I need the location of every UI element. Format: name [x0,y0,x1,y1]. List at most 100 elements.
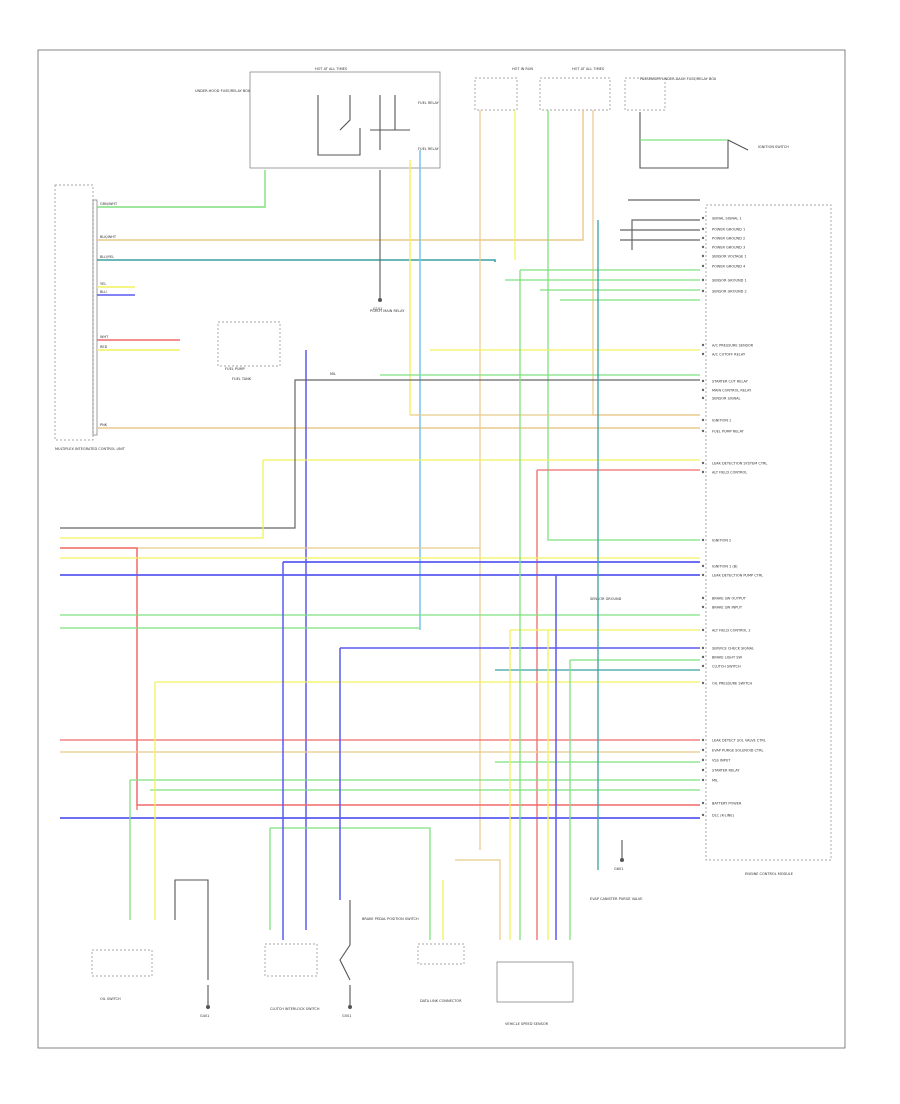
ground-g601: G601 [614,840,624,871]
ecm-pin-label: LEAK DETECTION SYSTEM CTRL [712,462,767,466]
ecm-pin-label: A/C PRESSURE SENSOR [712,344,754,348]
brake-switch-wire [339,900,351,981]
clutch-switch-label: CLUTCH INTERLOCK SWITCH [270,1007,320,1011]
ecm-pin-dot [701,573,705,577]
wire-57 [455,859,501,940]
ecm-pin-dot [701,801,705,805]
ecm-pin-dot [701,628,705,632]
wire-0 [97,170,266,208]
diagram-frame [37,49,846,1049]
ground-g401: G401 [200,985,210,1018]
wire-30 [60,460,264,539]
ecm-pin-dot [701,564,705,568]
ecm-pin-label: CLUTCH SWITCH [712,665,741,669]
ecm-pin-label: MAIN CONTROL RELAY [712,389,752,393]
ecm-pin-label: STARTER CUT RELAY [712,380,749,384]
ecm-pin-label: BRAKE LIGHT SW [712,656,743,660]
ecm-pin-dot [701,289,705,293]
ecm-pin-label: POWER GROUND 1 [712,228,745,232]
ecm-pin-dot [701,254,705,258]
ecm-pin-dot [701,681,705,685]
ecm-pin-dot [701,538,705,542]
fuse-note-left: UNDER-HOOD FUSE/RELAY BOX [195,89,251,93]
fuse-box-dashed-3 [624,77,666,111]
ecm-pin-dot [701,655,705,659]
sensor-ground-label: SENSOR GROUND [590,597,622,601]
ecm-pin-dot [701,264,705,268]
ecm-pin-label: IGNITION 2 [712,539,731,543]
ecm-pin-label: FUEL PUMP RELAY [712,430,745,434]
oil-switch-wire [174,879,209,980]
svg-text:G401: G401 [200,1014,209,1018]
wire-color-code: WHT [100,335,109,339]
ecm-pin-dot [701,813,705,817]
wire-color-code: BLK/WHT [100,235,117,239]
left-module-inner [92,199,98,436]
ecm-pin-label: POWER GROUND 3 [712,246,745,250]
ecm-pin-label: VSS INPUT [712,759,731,763]
oil-switch-box [91,949,153,977]
ecm-pin-label: LEAK DETECT SOL VALVE CTRL [712,739,766,743]
ecm-pin-dot [701,388,705,392]
ecm-pin-label: POWER GROUND 4 [712,265,746,269]
wire-color-code: GRN/WHT [100,202,118,206]
ecm-pin-label: BRAKE SW OUTPUT [712,597,747,601]
ignition-switch-wire [639,112,749,169]
ecm-pin-label: SENSOR GROUND 1 [712,279,747,283]
ecm-pin-dot [701,418,705,422]
ecm-pin-label: SENSOR SIGNAL [712,397,741,401]
ecm-pin-dot [701,429,705,433]
wire-color-code: BLU/YEL [100,255,114,259]
fuse-note-right: PASSENGER UNDER-DASH FUSE/RELAY BOX [640,77,717,81]
wire-2 [97,259,496,262]
ecm-pin-label: BATTERY POWER [712,802,742,806]
ground-g501: G501 [342,985,352,1018]
svg-text:G501: G501 [342,1014,351,1018]
fuel-relay-label-2: FUEL RELAY [418,147,440,151]
fuel-relay-label: FUEL RELAY [418,101,440,105]
ecm-pin-dot [701,778,705,782]
fuel-pump-box [217,321,281,367]
ecm-pin-dot [701,227,705,231]
wire-29 [60,379,700,529]
ecm-pin-label: IGNITION 1 [712,419,731,423]
mil-label: MIL [330,372,336,376]
fuse-box-dashed-1 [474,77,518,111]
svg-text:G101: G101 [373,307,382,311]
ecm-pin-dot [701,470,705,474]
ecm-pin-label: BRAKE SW INPUT [712,606,743,610]
ecm-pin-dot [701,738,705,742]
ecm-pin-dot [701,664,705,668]
ecm-pin-dot [701,646,705,650]
ecm-pin-label: POWER GROUND 2 [712,237,745,241]
fuse-relay-box [249,71,441,169]
ground-g101: G101 [373,280,382,311]
ecm-pin-label: EVAP PURGE SOLENOID CTRL [712,749,764,753]
ecm-pin-labels: SERIAL SIGNAL 1 POWER GROUND 1 POWER GROUN… [100,202,767,818]
ecm-pin-label: SENSOR GROUND 2 [712,290,747,294]
data-link-box [417,943,465,965]
ecm-pin-label: MIL [712,779,718,783]
fuse-box-dashed-2 [539,77,611,111]
ecm-pin-label: DLC (K-LINE) [712,814,735,818]
wire-32 [60,547,700,806]
hot-at-all-times-label-1: HOT AT ALL TIMES [315,67,348,71]
ecm-pin-dot [701,461,705,465]
left-module-label: MULTIPLEX INTEGRATED CONTROL UNIT [55,447,126,451]
wire-group [60,110,728,940]
pgm-fi-label: PGM-FI MAIN RELAY [370,309,405,313]
vss-label: VEHICLE SPEED SENSOR [505,1022,549,1026]
wire-15 [592,110,700,416]
ecm-pin-dot [701,245,705,249]
ecm-pin-dot [701,216,705,220]
ecm-label: ENGINE CONTROL MODULE [745,872,793,876]
wire-65 [631,219,700,250]
oil-switch-label: OIL SWITCH [100,997,121,1001]
ecm-pin-dot [701,605,705,609]
data-link-label: DATA LINK CONNECTOR [420,999,462,1003]
ecm-pin-label: STARTER RELAY [712,769,740,773]
ecm-pin-label: ALT FIELD CONTROL 2 [712,629,751,633]
ecm-pin-label: SERIAL SIGNAL 1 [712,217,742,221]
